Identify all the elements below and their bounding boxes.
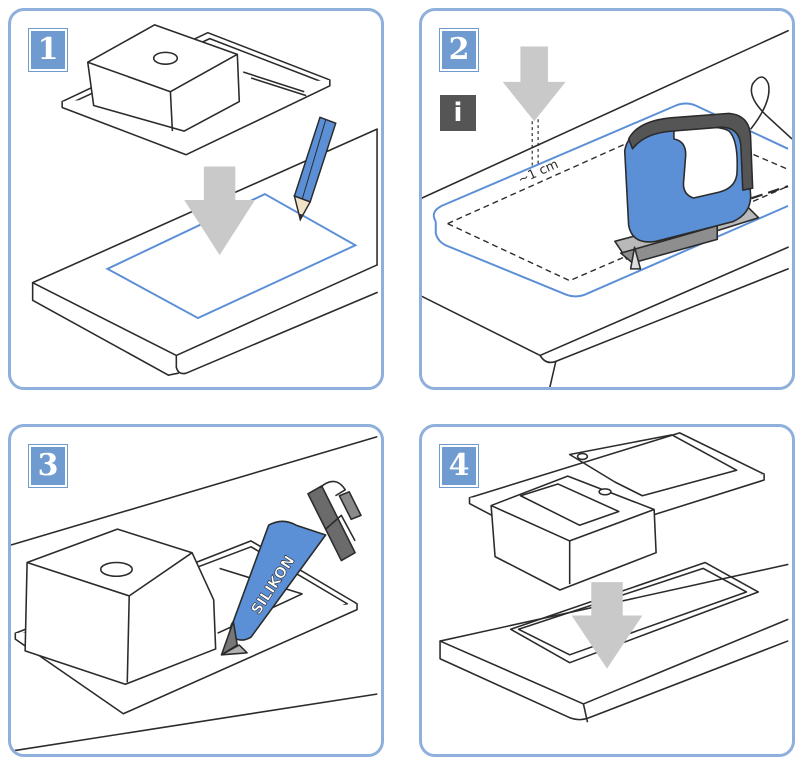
step-number-badge: 2 [440, 29, 478, 71]
step-number-badge: 1 [29, 29, 67, 71]
counter-cutout [509, 561, 760, 664]
jigsaw-icon [614, 76, 792, 270]
step-2-illustration: ~1 cm [422, 29, 792, 387]
countertop-top [31, 128, 378, 357]
sink-icon [61, 24, 331, 156]
info-icon: i [440, 95, 476, 131]
step-number-badge: 3 [29, 445, 67, 487]
sink-icon [468, 432, 765, 591]
step-3-panel: SILIKON 3 [8, 424, 384, 757]
step-1-illustration [31, 24, 378, 376]
down-arrow-icon [571, 582, 643, 669]
down-arrow-icon [184, 166, 256, 256]
pencil-icon [293, 116, 337, 222]
step-1-panel: 1 [8, 8, 384, 390]
step-3-illustration: SILIKON [11, 436, 378, 752]
countertop-front [539, 268, 789, 364]
down-arrow-icon [502, 46, 566, 122]
step-4-illustration [439, 432, 789, 723]
countertop-front [439, 640, 789, 721]
step-number-badge: 4 [440, 445, 478, 487]
countertop-top [11, 436, 378, 546]
countertop-top [422, 29, 789, 357]
countertop-front [31, 281, 378, 376]
step-2-panel: ~1 cm 2 i [419, 8, 795, 390]
measure-indicator [531, 119, 539, 169]
step-4-panel: 4 [419, 424, 795, 757]
marking-outline [432, 102, 789, 298]
